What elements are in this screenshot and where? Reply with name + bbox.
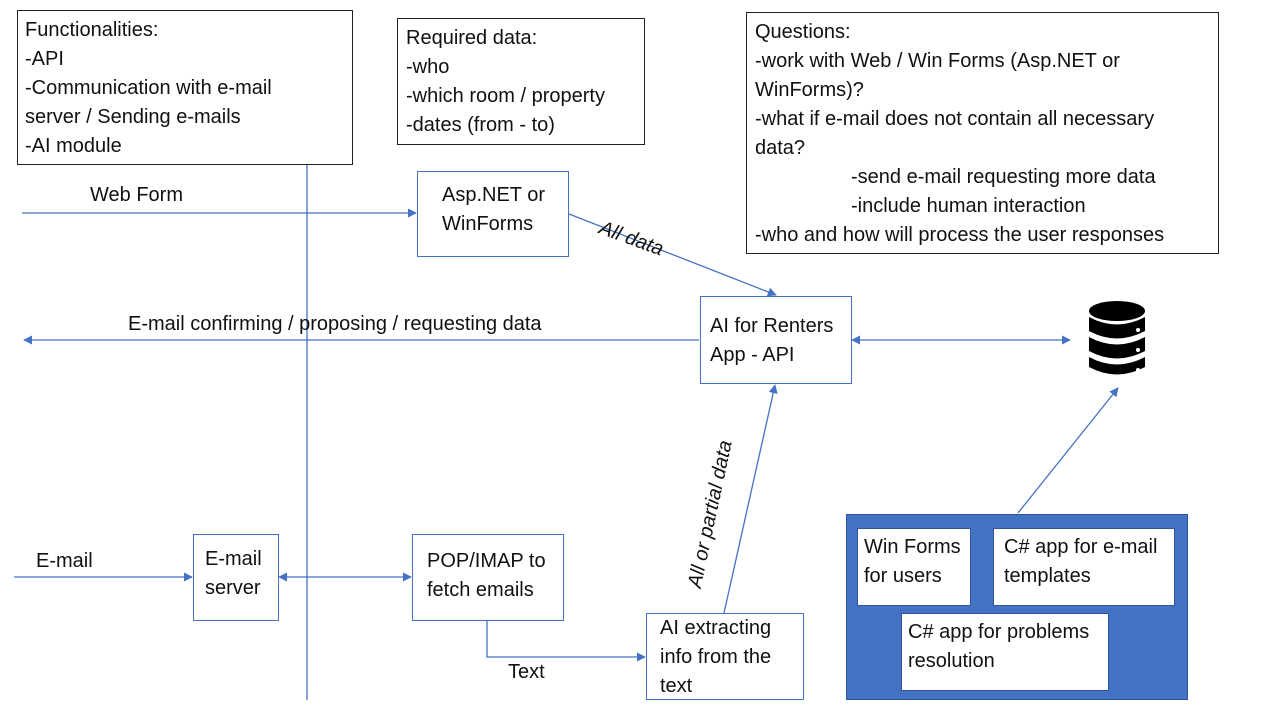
web-form-label: Web Form [90,184,183,206]
required-data-item: -dates (from - to) [406,114,555,136]
tool-label: C# app for e-mail [1004,536,1158,558]
node-label: WinForms [442,213,534,235]
email-templates-box: C# app for e-mail templates [993,528,1175,606]
text-label: Text [508,661,545,683]
aspnet-winforms-node: Asp.NET or WinForms [417,171,569,257]
required-data-title: Required data: [406,27,538,49]
email-confirming-label: E-mail confirming / proposing / requesti… [128,313,542,335]
functionality-item: -AI module [25,135,122,157]
functionality-item: -API [25,48,64,70]
tool-label: C# app for problems [908,621,1090,643]
functionality-item: server / Sending e-mails [25,106,241,128]
required-data-item: -which room / property [406,85,605,107]
api-node: AI for Renters App - API [700,296,852,384]
text-arrow [486,621,646,662]
node-label: App - API [710,344,795,366]
email-server-node: E-mail server [193,534,279,621]
question-item: -who and how will process the user respo… [755,224,1165,246]
ai-extracting-node: AI extracting info from the text [646,613,804,700]
tool-label: resolution [908,650,995,672]
all-or-partial-arrow [723,384,778,614]
required-data-box: Required data: -who -which room / proper… [397,18,645,145]
functionalities-box: Functionalities: -API -Communication wit… [17,10,353,165]
question-item: -what if e-mail does not contain all nec… [755,108,1155,130]
node-label: server [205,577,261,599]
node-label: fetch emails [427,579,534,601]
problems-resolution-box: C# app for problems resolution [901,613,1109,691]
database-icon [1089,301,1145,375]
questions-box: Questions: -work with Web / Win Forms (A… [746,12,1219,254]
tool-label: Win Forms [864,536,961,558]
tool-label: for users [864,565,942,587]
node-label: Asp.NET or [442,184,545,206]
question-item: data? [755,137,806,159]
questions-title: Questions: [755,21,851,43]
tool-label: templates [1004,565,1091,587]
email-label: E-mail [36,550,93,572]
node-label: AI for Renters [710,315,834,337]
question-subitem: -send e-mail requesting more data [851,166,1156,188]
panel-database-arrow [1017,387,1119,514]
win-forms-box: Win Forms for users [857,528,971,606]
node-label: E-mail [205,548,262,570]
required-data-item: -who [406,56,450,78]
node-label: POP/IMAP to [427,550,546,572]
functionalities-title: Functionalities: [25,19,159,41]
question-item: WinForms)? [755,79,864,101]
tools-panel: Win Forms for users C# app for e-mail te… [846,514,1188,700]
question-item: -work with Web / Win Forms (Asp.NET or [755,50,1120,72]
node-label: text [660,675,693,697]
question-subitem: -include human interaction [851,195,1086,217]
pop-imap-node: POP/IMAP to fetch emails [412,534,564,621]
node-label: info from the [660,646,772,668]
functionality-item: -Communication with e-mail [25,77,272,99]
all-data-arrow [568,213,777,297]
node-label: AI extracting [660,617,772,639]
